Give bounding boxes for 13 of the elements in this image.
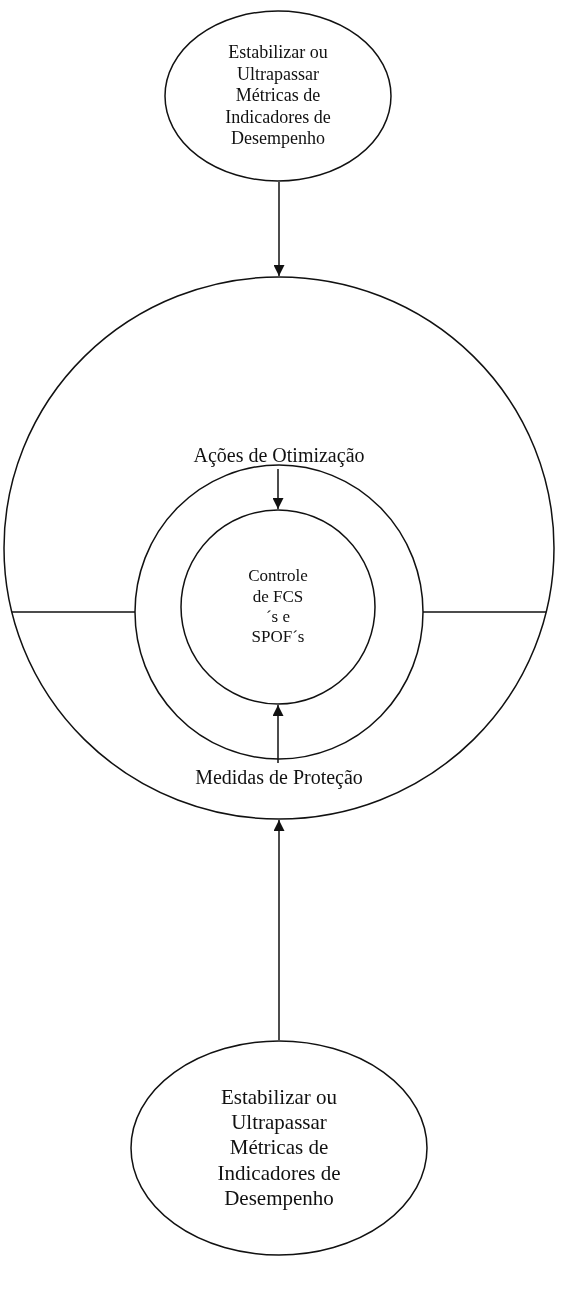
arrow [273, 181, 285, 277]
ellipse-shape [130, 1040, 428, 1256]
node-text: Estabilizar ou Ultrapassar Métricas de Indicadores de Desempenho [224, 42, 332, 150]
arrow [272, 704, 284, 764]
ellipse-shape [180, 509, 376, 705]
text-label: Medidas de Proteção [163, 763, 395, 791]
node-text: Estabilizar ou Ultrapassar Métricas de Indicadores de Desempenho [216, 1085, 342, 1211]
ellipse-shape [164, 10, 392, 182]
circle-shape [3, 276, 555, 820]
arrow [273, 819, 285, 1041]
arrow [272, 468, 284, 510]
text-label: Ações de Otimização [173, 441, 385, 469]
node-text: Controle de FCS´s e SPOF´s [247, 566, 309, 648]
